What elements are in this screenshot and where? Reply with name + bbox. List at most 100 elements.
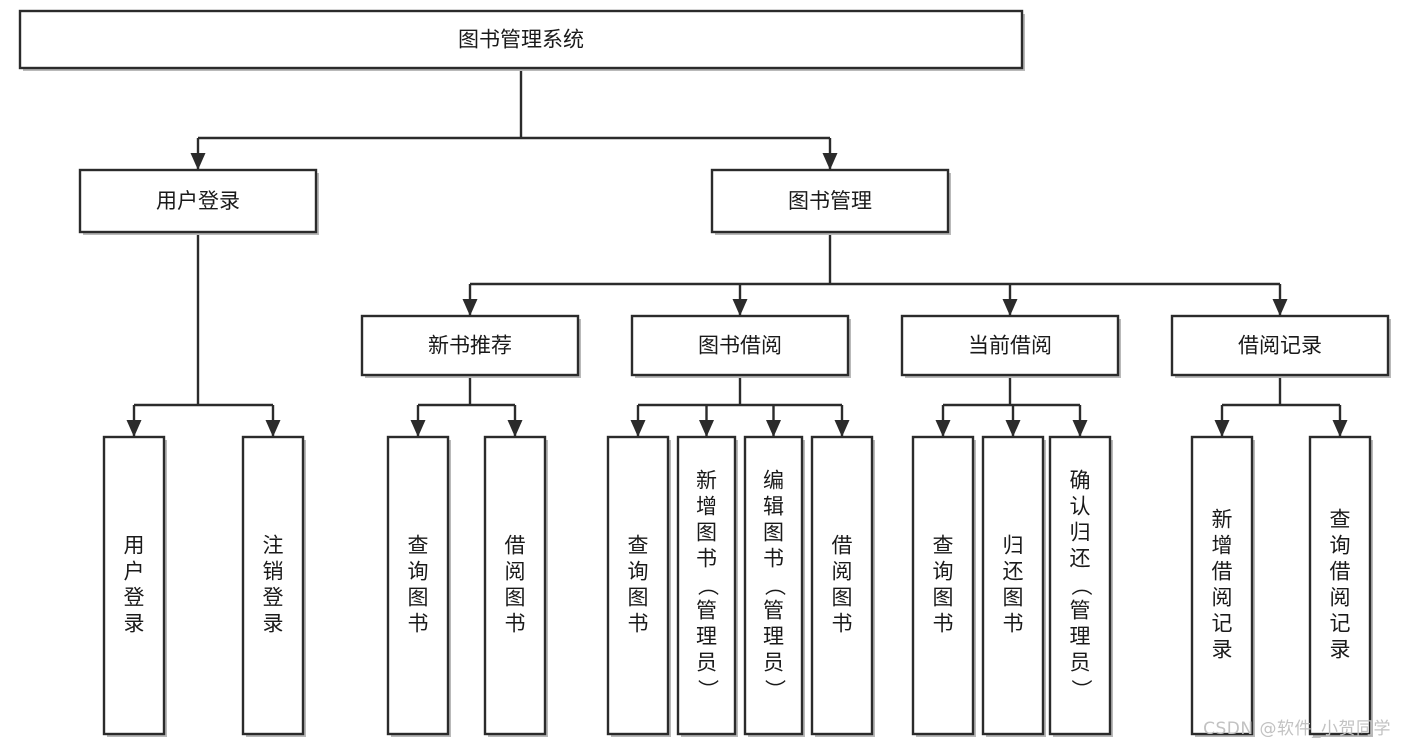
- arrow-head-icon: [766, 420, 781, 437]
- arrow-head-icon: [822, 153, 838, 170]
- node-label-char: 还: [1070, 547, 1091, 571]
- node-label-char: 录: [124, 612, 145, 636]
- edge-group-new-book-recommend: [410, 375, 523, 437]
- node-label-char: 记: [1212, 612, 1233, 636]
- node-box: [900, 314, 1120, 377]
- node-label-char: 增: [696, 495, 717, 519]
- node-label-char: 图: [696, 521, 717, 545]
- node-label-char: 书: [696, 547, 717, 571]
- node-label-char: 图: [933, 586, 954, 610]
- node-label-char: 注: [263, 534, 284, 558]
- node-box: [1190, 435, 1254, 736]
- node-label-char: 阅: [505, 560, 526, 584]
- node-label-char: 员: [763, 651, 784, 675]
- node-label: 图书管理系统: [458, 28, 584, 52]
- node-leaf-user-login[interactable]: 用户登录: [102, 435, 167, 737]
- node-label-char: 录: [1330, 638, 1351, 662]
- node-label-char: 借: [1330, 560, 1351, 584]
- node-label-char: 查: [408, 534, 429, 558]
- node-label-char: ）: [763, 679, 787, 700]
- node-current-borrow[interactable]: 当前借阅: [900, 314, 1121, 378]
- node-label-char: 认: [1070, 495, 1091, 519]
- node-label-char: 图: [1003, 586, 1024, 610]
- node-label: 图书管理: [788, 189, 872, 213]
- node-label-char: 员: [1070, 651, 1091, 675]
- node-box: [743, 435, 804, 736]
- node-label-char: 还: [1003, 560, 1024, 584]
- node-label-char: 登: [263, 586, 284, 610]
- node-label-char: ）: [1069, 679, 1093, 700]
- node-label-char: 阅: [832, 560, 853, 584]
- arrow-head-icon: [507, 420, 523, 437]
- node-root[interactable]: 图书管理系统: [18, 9, 1025, 71]
- node-label-char: 员: [696, 651, 717, 675]
- node-label-char: 理: [696, 625, 717, 649]
- node-label: 图书借阅: [698, 334, 782, 358]
- node-label-char: 询: [408, 560, 429, 584]
- arrow-head-icon: [1072, 420, 1088, 437]
- arrow-head-icon: [732, 299, 748, 316]
- arrow-head-icon: [935, 420, 951, 437]
- node-user-login[interactable]: 用户登录: [78, 168, 319, 235]
- node-label-char: 书: [933, 612, 954, 636]
- node-box: [1170, 314, 1390, 377]
- node-box: [360, 314, 580, 377]
- node-label-char: 新: [1212, 508, 1233, 532]
- arrow-head-icon: [1272, 299, 1288, 316]
- node-box: [1048, 435, 1112, 736]
- node-label-char: 书: [1003, 612, 1024, 636]
- node-box: [810, 435, 874, 736]
- node-label: 当前借阅: [968, 334, 1052, 358]
- arrow-head-icon: [1002, 299, 1018, 316]
- node-book-borrow[interactable]: 图书借阅: [630, 314, 851, 378]
- node-label: 用户登录: [156, 189, 240, 213]
- node-label-char: 阅: [1330, 586, 1351, 610]
- node-label-char: 图: [505, 586, 526, 610]
- node-label-char: 图: [628, 586, 649, 610]
- node-borrow-record[interactable]: 借阅记录: [1170, 314, 1391, 378]
- node-box: [102, 435, 166, 736]
- node-label-char: 辑: [763, 495, 784, 519]
- node-box: [386, 435, 450, 736]
- arrow-head-icon: [1005, 420, 1021, 437]
- arrow-head-icon: [126, 420, 142, 437]
- node-label-char: 查: [1330, 508, 1351, 532]
- node-label-char: 书: [408, 612, 429, 636]
- node-label-char: 管: [696, 599, 717, 623]
- node-label-char: 录: [263, 612, 284, 636]
- arrow-head-icon: [410, 420, 426, 437]
- node-label-char: 理: [1070, 625, 1091, 649]
- arrow-head-icon: [1332, 420, 1348, 437]
- node-label-char: （: [696, 575, 720, 596]
- node-box: [911, 435, 975, 736]
- node-box: [630, 314, 850, 377]
- edge-group-book-management: [462, 232, 1288, 316]
- node-book-management[interactable]: 图书管理: [710, 168, 951, 235]
- node-layer: 图书管理系统用户登录图书管理新书推荐图书借阅当前借阅借阅记录用户登录注销登录查询…: [18, 9, 1391, 737]
- node-label-char: 管: [1070, 599, 1091, 623]
- node-label-char: 确: [1070, 469, 1091, 493]
- node-new-book-recommend[interactable]: 新书推荐: [360, 314, 581, 378]
- node-label-char: 归: [1003, 534, 1024, 558]
- node-label-char: 户: [124, 560, 145, 584]
- arrow-head-icon: [699, 420, 714, 437]
- arrow-head-icon: [265, 420, 281, 437]
- node-label-char: 借: [832, 534, 853, 558]
- node-label-char: 归: [1070, 521, 1091, 545]
- node-label-char: 新: [696, 469, 717, 493]
- node-label-char: 询: [933, 560, 954, 584]
- node-label-char: 登: [124, 586, 145, 610]
- node-label-char: 图: [408, 586, 429, 610]
